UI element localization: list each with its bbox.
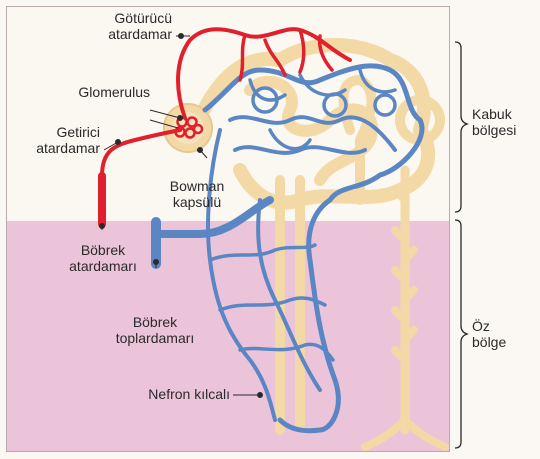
vein-cross-3 [240, 344, 333, 360]
vein-cross-2 [220, 298, 325, 310]
zone-brackets [455, 42, 467, 448]
medulla-bracket [455, 220, 467, 448]
cortex-bracket [455, 42, 467, 212]
label-glomerulus: Glomerulus [40, 84, 150, 100]
label-nephron-capillary: Nefron kılcalı [100, 386, 230, 402]
vein-mesh-loop-c [375, 95, 395, 115]
